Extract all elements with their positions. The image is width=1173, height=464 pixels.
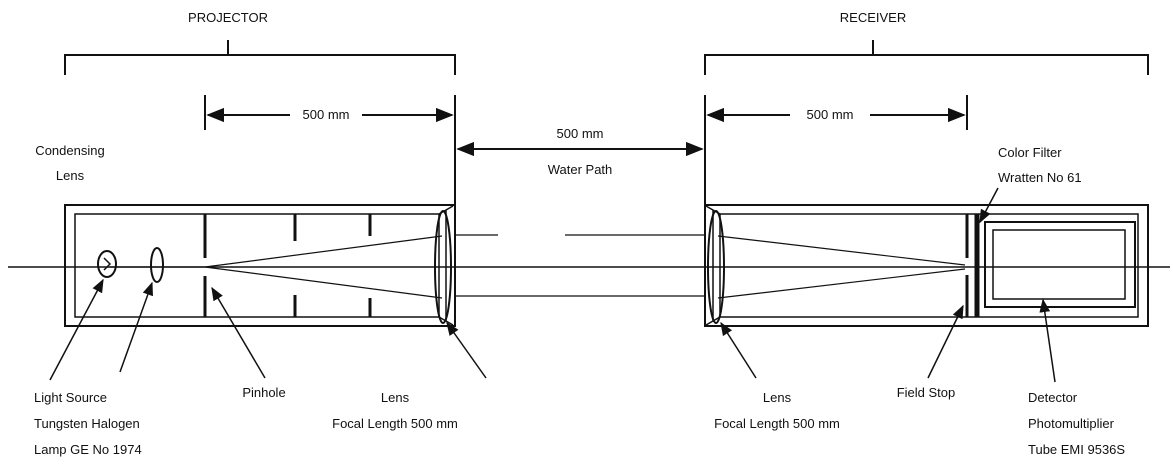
receiver-housing-outer bbox=[704, 204, 1149, 327]
field-stop-label: Field Stop bbox=[896, 385, 956, 400]
projector-lens bbox=[434, 210, 452, 324]
receiver-lens bbox=[707, 210, 725, 324]
light-source-label: Light Source Tungsten Halogen Lamp GE No… bbox=[34, 390, 142, 457]
condensing-lens bbox=[150, 247, 164, 283]
water-path-label: Water Path bbox=[547, 162, 613, 177]
color-filter-label: Color Filter Wratten No 61 bbox=[998, 145, 1082, 185]
leader-projector-lens bbox=[446, 321, 487, 379]
leader-field-stop bbox=[927, 304, 964, 379]
leader-color-filter bbox=[979, 187, 999, 224]
projector-lens-label: Lens Focal Length 500 mm bbox=[332, 390, 458, 431]
projector-rays bbox=[110, 235, 443, 299]
leader-receiver-lens bbox=[720, 321, 757, 379]
projector-housing-outer bbox=[64, 204, 456, 327]
projector-heading: PROJECTOR bbox=[188, 10, 268, 25]
leader-condensing-lens bbox=[119, 281, 153, 373]
receiver-housing-inner bbox=[719, 213, 1139, 318]
projector-dimension-label: 500 mm bbox=[302, 107, 350, 122]
water-dimension-label: 500 mm bbox=[556, 126, 604, 141]
detector-photomultiplier bbox=[984, 221, 1136, 308]
condensing-lens-label: Condensing Lens bbox=[35, 143, 105, 183]
leader-light-source bbox=[49, 278, 104, 381]
projector-bracket bbox=[64, 54, 456, 75]
leader-detector bbox=[1039, 298, 1056, 383]
receiver-heading: RECEIVER bbox=[839, 10, 907, 25]
light-source-lamp bbox=[97, 250, 117, 278]
detector-label: Detector Photomultiplier Tube EMI 9536S bbox=[1028, 390, 1126, 457]
projector-housing-inner bbox=[74, 213, 440, 318]
receiver-bracket bbox=[704, 54, 1149, 75]
leader-pinhole bbox=[211, 286, 266, 379]
lamp-filament bbox=[103, 257, 112, 271]
detector-inner bbox=[992, 229, 1126, 300]
receiver-lens-label: Lens Focal Length 500 mm bbox=[714, 390, 840, 431]
receiver-rays bbox=[717, 235, 966, 299]
pinhole-label: Pinhole bbox=[242, 385, 286, 400]
receiver-dimension-label: 500 mm bbox=[806, 107, 854, 122]
